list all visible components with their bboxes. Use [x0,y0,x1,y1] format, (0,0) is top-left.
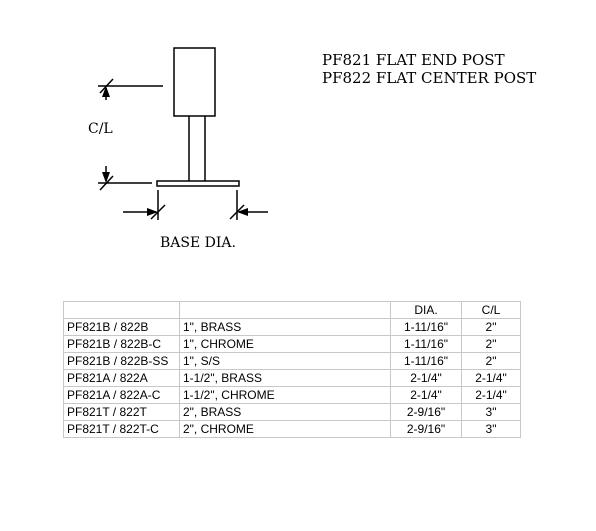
part-number-cell: PF821B / 822B [63,318,180,336]
part-number-cell: PF821T / 822T [63,403,180,421]
dia-cell: 2-1/4" [390,386,462,404]
table-header-row: DIA. C/L [63,301,521,319]
cl-cell: 2-1/4" [461,386,521,404]
description-cell: 2", BRASS [179,403,391,421]
dia-cell: 2-1/4" [390,369,462,387]
dia-cell: 1-11/16" [390,352,462,370]
cl-cell: 3" [461,420,521,438]
description-cell: 1-1/2", CHROME [179,386,391,404]
table-row: PF821B / 822B-SS 1", S/S 1-11/16" 2" [63,352,521,370]
cl-dimension-label: C/L [88,121,113,137]
description-cell: 1", S/S [179,352,391,370]
header-dia: DIA. [390,301,462,319]
dia-cell: 1-11/16" [390,335,462,353]
cl-cell: 2" [461,335,521,353]
header-cl: C/L [461,301,521,319]
description-cell: 1", CHROME [179,335,391,353]
description-cell: 1-1/2", BRASS [179,369,391,387]
table-row: PF821A / 822A-C 1-1/2", CHROME 2-1/4" 2-… [63,386,521,404]
spec-table: DIA. C/L PF821B / 822B 1", BRASS 1-11/16… [63,301,521,438]
part-number-cell: PF821A / 822A-C [63,386,180,404]
table-row: PF821T / 822T-C 2", CHROME 2-9/16" 3" [63,420,521,438]
base-dia-label: BASE DIA. [160,235,236,251]
cl-tick-top [99,78,114,94]
cl-arrowhead-top [102,86,110,97]
title-flat-center-post: PF822 FLAT CENTER POST [322,69,537,87]
post-head [173,47,216,117]
header-part-number [63,301,180,319]
cl-tick-bottom [99,175,114,191]
header-description [179,301,391,319]
description-cell: 2", CHROME [179,420,391,438]
base-arrowhead-left [147,208,158,216]
cl-arrowhead-bottom [102,172,110,183]
dia-cell: 2-9/16" [390,403,462,421]
title-flat-end-post: PF821 FLAT END POST [322,51,505,69]
dia-cell: 2-9/16" [390,420,462,438]
cl-cell: 3" [461,403,521,421]
part-number-cell: PF821B / 822B-C [63,335,180,353]
table-row: PF821T / 822T 2", BRASS 2-9/16" 3" [63,403,521,421]
part-number-cell: PF821A / 822A [63,369,180,387]
part-number-cell: PF821B / 822B-SS [63,352,180,370]
table-row: PF821B / 822B-C 1", CHROME 1-11/16" 2" [63,335,521,353]
table-row: PF821A / 822A 1-1/2", BRASS 2-1/4" 2-1/4… [63,369,521,387]
dia-cell: 1-11/16" [390,318,462,336]
part-number-cell: PF821T / 822T-C [63,420,180,438]
base-arrowhead-right [237,208,248,216]
table-row: PF821B / 822B 1", BRASS 1-11/16" 2" [63,318,521,336]
cl-cell: 2-1/4" [461,369,521,387]
description-cell: 1", BRASS [179,318,391,336]
cl-cell: 2" [461,318,521,336]
cl-cell: 2" [461,352,521,370]
post-base [156,180,240,187]
